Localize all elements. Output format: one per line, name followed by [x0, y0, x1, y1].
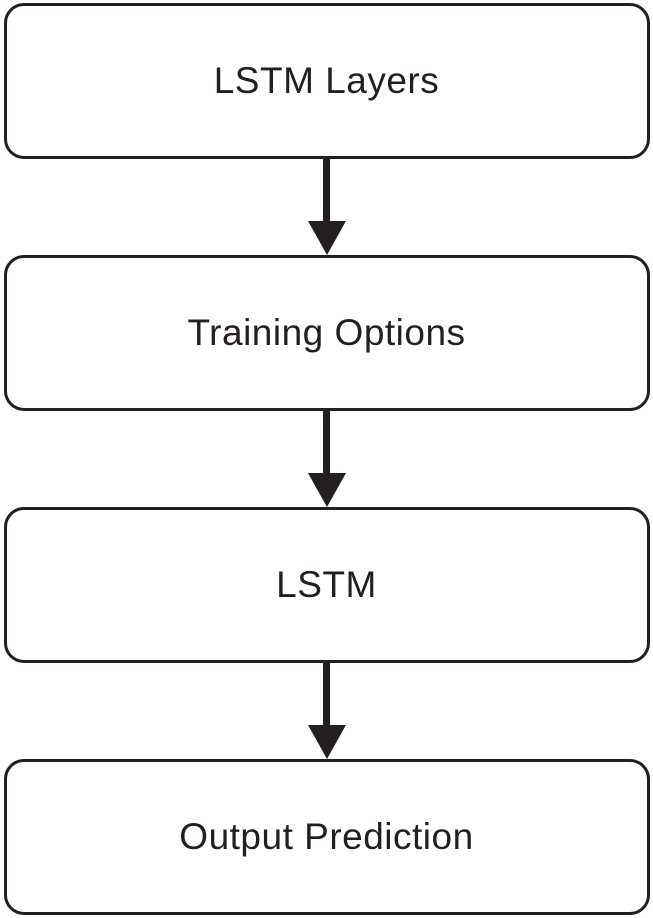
arrow-stem [323, 411, 330, 474]
node-lstm-label: LSTM [276, 564, 377, 605]
arrow-down-icon [307, 663, 346, 759]
node-lstm-layers-label: LSTM Layers [213, 60, 440, 101]
arrow-down-icon [307, 159, 346, 255]
node-output-prediction-label: Output Prediction [179, 816, 474, 857]
arrow-stem [323, 663, 330, 726]
node-lstm-layers: LSTM Layers [3, 3, 650, 159]
node-training-options-label: Training Options [187, 312, 466, 353]
node-lstm: LSTM [3, 507, 650, 663]
arrow-head [307, 473, 346, 507]
arrow-down-icon [307, 411, 346, 507]
arrow-head [307, 725, 346, 759]
arrow-stem [323, 159, 330, 222]
node-training-options: Training Options [3, 255, 650, 411]
node-output-prediction: Output Prediction [3, 759, 650, 915]
arrow-head [307, 221, 346, 255]
